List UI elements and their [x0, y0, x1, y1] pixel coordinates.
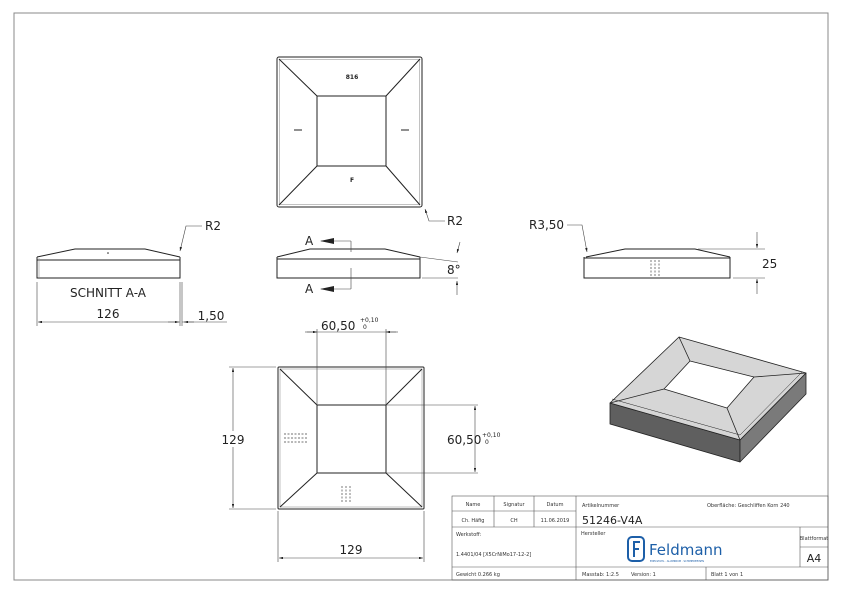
section-radius-label: R2: [205, 219, 221, 233]
signature-label: Signatur: [503, 502, 525, 508]
bottom-view: 60,50 +0,10 0 60,50 +0,10 0 129 129: [220, 317, 501, 562]
scale: Masstab: 1:2.5: [582, 572, 619, 578]
opening-height-tol-lower: 0: [485, 439, 489, 446]
version: Version: 1: [631, 572, 656, 578]
top-view: 816 F R2: [276, 56, 463, 228]
section-title: SCHNITT A-A: [70, 286, 147, 300]
sheet-number: Blatt 1 von 1: [711, 572, 743, 578]
weight: Gewicht 0.266 kg: [456, 572, 500, 578]
front-view: A A 8°: [276, 234, 461, 296]
outer-width-dim: 129: [340, 543, 363, 557]
opening-width-tol-lower: 0: [363, 324, 367, 331]
drawing-frame: [13, 12, 829, 581]
section-view: R2 SCHNITT A-A 126 1,50: [36, 219, 227, 326]
sheet-format-label: Blattformat: [800, 536, 829, 542]
top-radius-label: R2: [447, 214, 463, 228]
section-width-dim: 126: [97, 307, 120, 321]
marking-code: 816: [346, 74, 359, 81]
opening-width-dim: 60,50: [321, 319, 355, 333]
angle-dim: 8°: [447, 263, 461, 277]
side-view: R3,50 25: [529, 218, 777, 294]
surface-finish: Oberfläche: Geschliffen Korn 240: [707, 503, 790, 509]
opening-height-dim: 60,50: [447, 433, 481, 447]
logo-text: Feldmann: [649, 541, 723, 559]
article-label: Artikelnummer: [582, 503, 620, 509]
title-block: Name Signatur Datum Ch. Häfig CH 11.06.2…: [451, 495, 829, 581]
date-label: Datum: [547, 502, 564, 508]
logo-tagline: EDELSTAHL · ALUMINIUM · SCHMIEDEEISEN: [650, 559, 704, 563]
material-label: Werkstoff:: [456, 532, 482, 538]
section-marker-top: A: [305, 234, 314, 248]
drafter-name: Ch. Häfig: [462, 518, 485, 524]
outer-height-dim: 129: [222, 433, 245, 447]
feldmann-logo: Feldmann EDELSTAHL · ALUMINIUM · SCHMIED…: [627, 536, 723, 563]
article-number: 51246-V4A: [582, 514, 643, 527]
drafter-signature: CH: [510, 518, 517, 524]
marking-letter: F: [350, 177, 354, 184]
section-marker-bottom: A: [305, 282, 314, 296]
side-radius-label: R3,50: [529, 218, 564, 232]
section-thickness-dim: 1,50: [198, 309, 225, 323]
isometric-view: [609, 336, 807, 463]
sheet-format: A4: [807, 552, 822, 565]
side-height-dim: 25: [762, 257, 777, 271]
opening-height-tol-upper: +0,10: [482, 432, 501, 439]
opening-width-tol-upper: +0,10: [360, 317, 379, 324]
name-label: Name: [466, 502, 481, 508]
material-value: 1.4401/04 [X5CrNiMo17-12-2]: [456, 552, 531, 558]
drawing-date: 11.06.2019: [541, 518, 570, 524]
manufacturer-label: Hersteller: [581, 531, 606, 537]
